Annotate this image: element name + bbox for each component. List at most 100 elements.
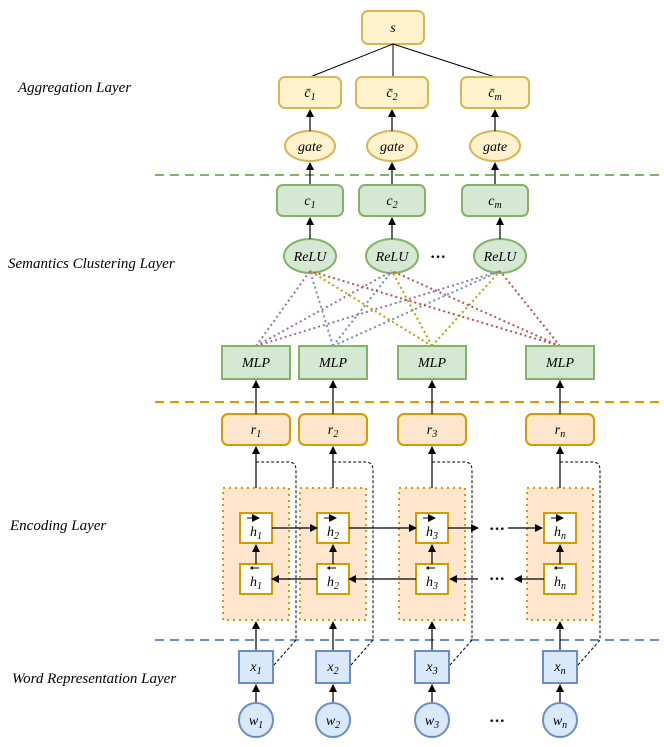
forward-h-node-4: hn xyxy=(543,512,577,544)
word-representation-layer-label: Word Representation Layer xyxy=(12,671,176,687)
x-node-2: x2 xyxy=(315,650,351,684)
x-node-1: x1 xyxy=(238,650,274,684)
forward-h-node-3: h3 xyxy=(415,512,449,544)
encoding-layer-label: Encoding Layer xyxy=(9,518,106,534)
r-node-4: rn xyxy=(525,413,595,446)
mlp-node-4: MLP xyxy=(525,345,595,380)
svg-text:wn: wn xyxy=(553,714,567,731)
svg-text:h3: h3 xyxy=(426,575,438,592)
svg-text:r3: r3 xyxy=(427,423,437,440)
mlp-3-to-relu-1-link xyxy=(309,270,433,347)
backward-h-node-4: hn xyxy=(543,563,577,595)
svg-text:h3: h3 xyxy=(426,525,438,542)
svg-text:hn: hn xyxy=(554,575,566,592)
svg-text:r1: r1 xyxy=(251,423,261,440)
relu-node-3: ReLU xyxy=(473,238,527,274)
svg-text:rn: rn xyxy=(555,423,565,440)
w-node-1: w1 xyxy=(238,702,274,738)
cbar-node-1: c̄1 xyxy=(278,76,342,109)
backward-h-node-1: h1 xyxy=(239,563,273,595)
svg-text:c1: c1 xyxy=(304,194,315,211)
mlp-4-to-relu-3-link xyxy=(499,270,561,347)
svg-text:s: s xyxy=(390,21,396,36)
svg-text:MLP: MLP xyxy=(545,356,574,371)
svg-text:gate: gate xyxy=(483,140,507,155)
svg-text:h2: h2 xyxy=(327,575,339,592)
forward-h-node-2: h2 xyxy=(316,512,350,544)
relu-mlp-connections xyxy=(255,270,561,347)
svg-text:hn: hn xyxy=(554,525,566,542)
relu-node-2: ReLU xyxy=(365,238,419,274)
svg-text:gate: gate xyxy=(380,140,404,155)
c-node-1: c1 xyxy=(276,184,344,217)
s-node: s xyxy=(361,10,425,45)
r-node-2: r2 xyxy=(298,413,368,446)
svg-text:x2: x2 xyxy=(326,660,338,677)
skip-connection-1 xyxy=(256,461,297,666)
hidden-state-column-2: h2 h2 xyxy=(299,461,374,666)
svg-text:w1: w1 xyxy=(249,714,263,731)
svg-text:x1: x1 xyxy=(249,660,261,677)
r-node-3: r3 xyxy=(397,413,467,446)
x-node-4: xn xyxy=(542,650,578,684)
cbar-node-m: c̄m xyxy=(460,76,530,109)
cbar-node-2: c̄2 xyxy=(355,76,429,109)
svg-text:x3: x3 xyxy=(425,660,437,677)
svg-text:xn: xn xyxy=(553,660,565,677)
hidden-state-column-4: hn hn xyxy=(526,461,601,666)
r-node-1: r1 xyxy=(221,413,291,446)
word-ellipsis: ··· xyxy=(489,713,505,730)
svg-text:w3: w3 xyxy=(425,714,439,731)
hidden-state-column-3: h3 h3 xyxy=(398,461,473,666)
aggregation-layer-label: Aggregation Layer xyxy=(17,80,131,96)
svg-text:c̄2: c̄2 xyxy=(386,86,397,103)
relu-ellipsis: ··· xyxy=(430,249,446,266)
svg-text:cm: cm xyxy=(488,194,501,211)
skip-connection-4 xyxy=(560,461,601,666)
svg-text:c̄m: c̄m xyxy=(488,86,501,103)
svg-text:h1: h1 xyxy=(250,525,262,542)
gate-node-3: gate xyxy=(469,130,521,162)
backward-h-node-3: h3 xyxy=(415,563,449,595)
backward-ellipsis: ··· xyxy=(489,571,505,588)
mlp-3-to-relu-2-link xyxy=(391,270,433,347)
svg-text:MLP: MLP xyxy=(241,356,270,371)
c-node-2: c2 xyxy=(358,184,426,217)
semantics-clustering-layer-label: Semantics Clustering Layer xyxy=(8,256,175,272)
x-node-3: x3 xyxy=(414,650,450,684)
w-node-4: wn xyxy=(542,702,578,738)
svg-text:MLP: MLP xyxy=(318,356,347,371)
mlp-4-to-relu-1-link xyxy=(309,270,561,347)
svg-text:c2: c2 xyxy=(386,194,397,211)
svg-text:gate: gate xyxy=(298,140,322,155)
skip-connection-2 xyxy=(333,461,374,666)
mlp-1-to-relu-3-link xyxy=(255,270,501,347)
relu-node-1: ReLU xyxy=(283,238,337,274)
forward-h-node-1: h1 xyxy=(239,512,273,544)
mlp-2-to-relu-3-link xyxy=(332,270,501,347)
w-node-2: w2 xyxy=(315,702,351,738)
svg-text:h2: h2 xyxy=(327,525,339,542)
c-node-m: cm xyxy=(461,184,529,217)
mlp-2-to-relu-2-link xyxy=(332,270,393,347)
svg-text:r2: r2 xyxy=(328,423,338,440)
mlp-3-to-relu-3-link xyxy=(431,270,501,347)
mlp-node-2: MLP xyxy=(298,345,368,380)
svg-text:w2: w2 xyxy=(326,714,340,731)
gate-node-1: gate xyxy=(284,130,336,162)
hidden-state-column-1: h1 h1 xyxy=(222,461,297,666)
svg-text:ReLU: ReLU xyxy=(375,250,410,265)
mlp-node-1: MLP xyxy=(221,345,291,380)
mlp-1-to-relu-1-link xyxy=(255,270,311,347)
forward-ellipsis: ··· xyxy=(489,521,505,538)
backward-h-node-2: h2 xyxy=(316,563,350,595)
gate-node-2: gate xyxy=(366,130,418,162)
mlp-1-to-relu-2-link xyxy=(255,270,393,347)
svg-text:ReLU: ReLU xyxy=(483,250,518,265)
svg-text:MLP: MLP xyxy=(417,356,446,371)
mlp-2-to-relu-1-link xyxy=(309,270,334,347)
skip-connection-3 xyxy=(432,461,473,666)
mlp-node-3: MLP xyxy=(397,345,467,380)
w-node-3: w3 xyxy=(414,702,450,738)
